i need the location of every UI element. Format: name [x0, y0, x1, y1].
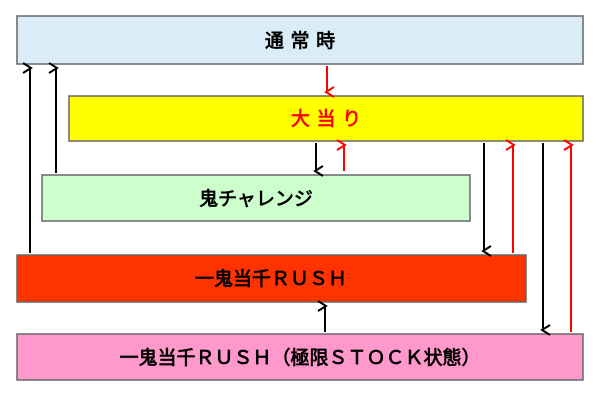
state-normal-label: 通 常 時: [265, 29, 335, 52]
state-rush-box: [16, 254, 527, 303]
state-normal: 通 常 時: [16, 15, 584, 65]
state-oni-challenge: 鬼チャレンジ: [41, 174, 471, 222]
state-jackpot-box: [68, 95, 584, 142]
state-rush-stock: 一鬼当千ＲＵＳＨ（極限ＳＴＯＣＫ状態）: [16, 333, 584, 381]
state-jackpot-label: 大 当 り: [291, 107, 361, 130]
state-rush-stock-box: [16, 333, 584, 381]
state-rush-stock-label: 一鬼当千ＲＵＳＨ（極限ＳＴＯＣＫ状態）: [119, 346, 480, 369]
state-oni-challenge-box: [41, 174, 471, 222]
state-oni-challenge-label: 鬼チャレンジ: [199, 187, 313, 210]
state-rush: 一鬼当千ＲＵＳＨ: [16, 254, 527, 303]
state-normal-box: [16, 15, 584, 65]
state-rush-label: 一鬼当千ＲＵＳＨ: [195, 267, 347, 290]
state-jackpot: 大 当 り: [68, 95, 584, 142]
